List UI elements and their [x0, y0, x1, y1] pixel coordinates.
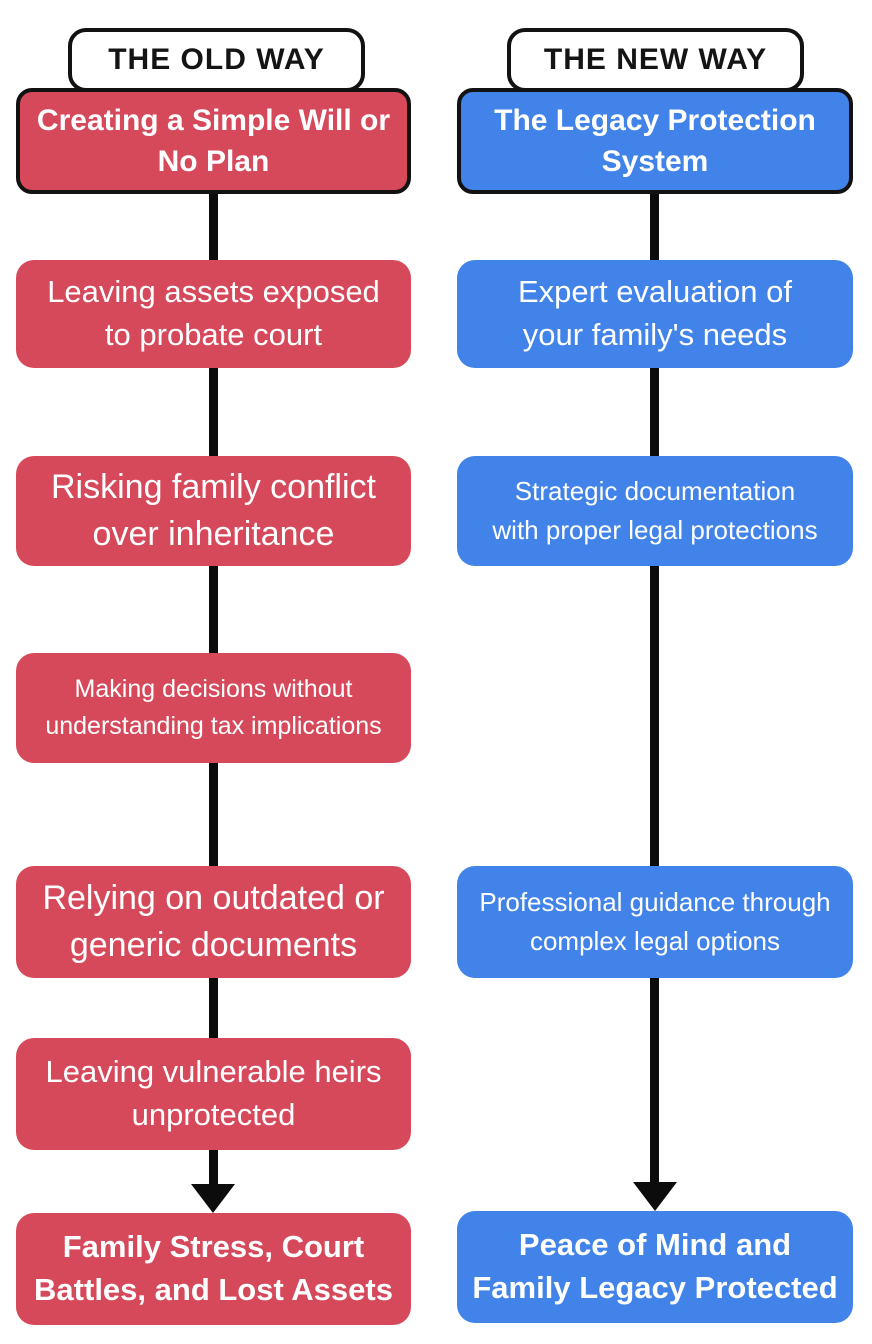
- new-way-outcome: Peace of Mind and Family Legacy Protecte…: [457, 1211, 853, 1323]
- new-way-step-1: Expert evaluation of your family's needs: [457, 260, 853, 368]
- old-way-step-1: Leaving assets exposed to probate court: [16, 260, 411, 368]
- old-way-step-2: Risking family conflict over inheritance: [16, 456, 411, 566]
- old-way-header-title: Creating a Simple Will or No Plan: [16, 88, 411, 194]
- old-way-header-label: THE OLD WAY: [68, 28, 365, 92]
- new-way-down-arrow-icon: [633, 1182, 677, 1211]
- old-way-down-arrow-icon: [191, 1184, 235, 1213]
- new-way-step-2: Strategic documentation with proper lega…: [457, 456, 853, 566]
- new-way-step-3: Professional guidance through complex le…: [457, 866, 853, 978]
- new-way-header-label: THE NEW WAY: [507, 28, 804, 92]
- old-way-step-3: Making decisions without understanding t…: [16, 653, 411, 763]
- old-way-step-4: Relying on outdated or generic documents: [16, 866, 411, 978]
- old-way-step-5: Leaving vulnerable heirs unprotected: [16, 1038, 411, 1150]
- new-way-flow-line: [650, 191, 659, 1185]
- new-way-header-title: The Legacy Protection System: [457, 88, 853, 194]
- old-way-outcome: Family Stress, Court Battles, and Lost A…: [16, 1213, 411, 1325]
